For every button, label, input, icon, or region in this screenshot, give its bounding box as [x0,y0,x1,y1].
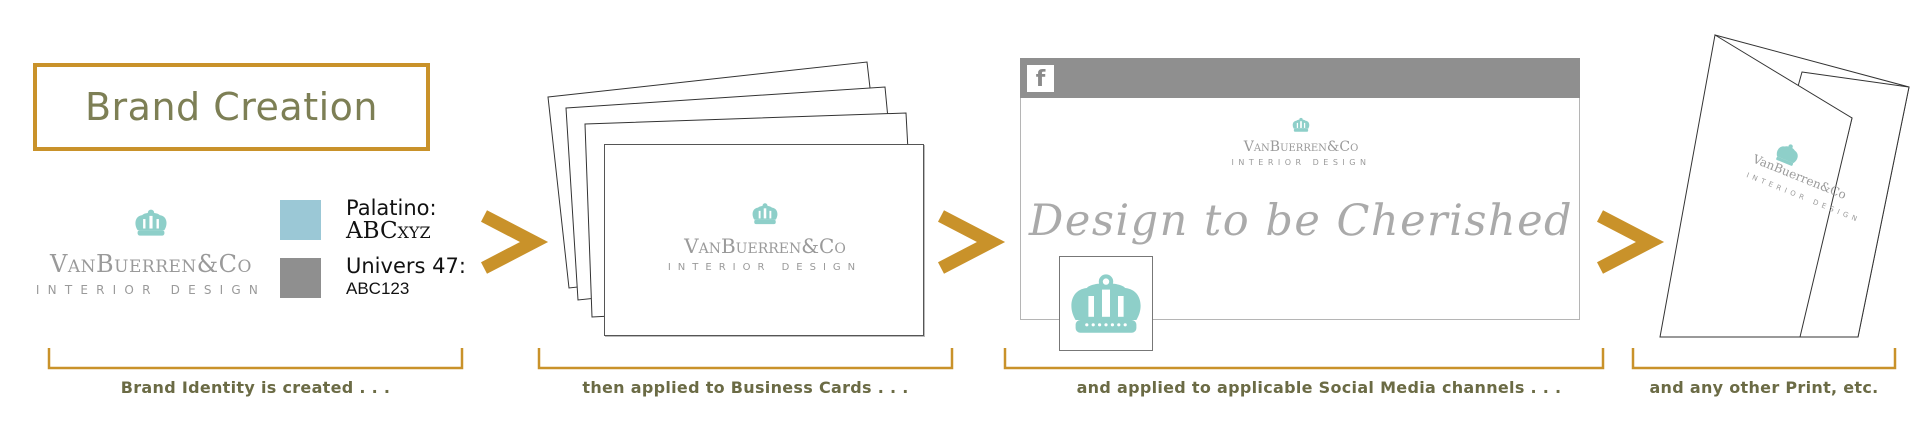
brand-creation-title-box: Brand Creation [33,63,430,151]
brand-name: VanBuerren&Co [50,250,252,278]
brochure [1659,34,1910,338]
brochure-front-panel [1659,34,1853,338]
arrow-right-icon [481,210,549,274]
caption-business-cards: then applied to Business Cards . . . [582,378,909,397]
font-primary-label: Palatino: [346,196,437,220]
brand-subtitle: INTERIOR DESIGN [1231,158,1371,167]
bracket-print [1631,348,1897,370]
social-profile-picture[interactable] [1059,256,1153,351]
crown-icon [1292,117,1310,132]
caption-other-print: and any other Print, etc. [1649,378,1879,397]
caption-social-media: and applied to applicable Social Media c… [1076,378,1562,397]
bracket-cards [537,348,954,370]
crown-icon [1071,273,1141,333]
social-tagline: Design to be Cherished [1028,196,1574,246]
caption-brand-identity: Brand Identity is created . . . [120,378,391,397]
business-card-logo: VanBuerren&Co INTERIOR DESIGN [605,202,925,273]
brand-subtitle: INTERIOR DESIGN [35,283,267,297]
arrow-right-icon [938,210,1006,274]
arrow-right-icon [1597,210,1665,274]
color-swatch-blue [280,200,321,240]
social-cover-logo: VanBuerren&Co INTERIOR DESIGN [1021,117,1581,167]
social-header-bar: f [1020,58,1580,98]
font-secondary-label: Univers 47: [346,254,466,278]
font-secondary-sample: ABC123 [346,279,410,298]
color-swatch-grey [280,258,321,298]
bracket-social [1003,348,1605,370]
bracket-brand [47,348,464,370]
crown-icon [135,209,167,236]
page-title: Brand Creation [84,85,379,129]
brand-logo: VanBuerren&Co INTERIOR DESIGN [36,208,262,297]
flow-arrows [481,210,1665,274]
font-primary-sample: ABCxyz [346,218,431,244]
facebook-icon[interactable]: f [1027,65,1054,92]
brand-name: VanBuerren&Co [684,234,846,258]
crown-icon [752,203,778,225]
brand-subtitle: INTERIOR DESIGN [667,262,863,273]
business-card-front: VanBuerren&Co INTERIOR DESIGN [604,144,924,336]
section-brackets [47,348,1897,370]
brand-name: VanBuerren&Co [1243,139,1359,155]
